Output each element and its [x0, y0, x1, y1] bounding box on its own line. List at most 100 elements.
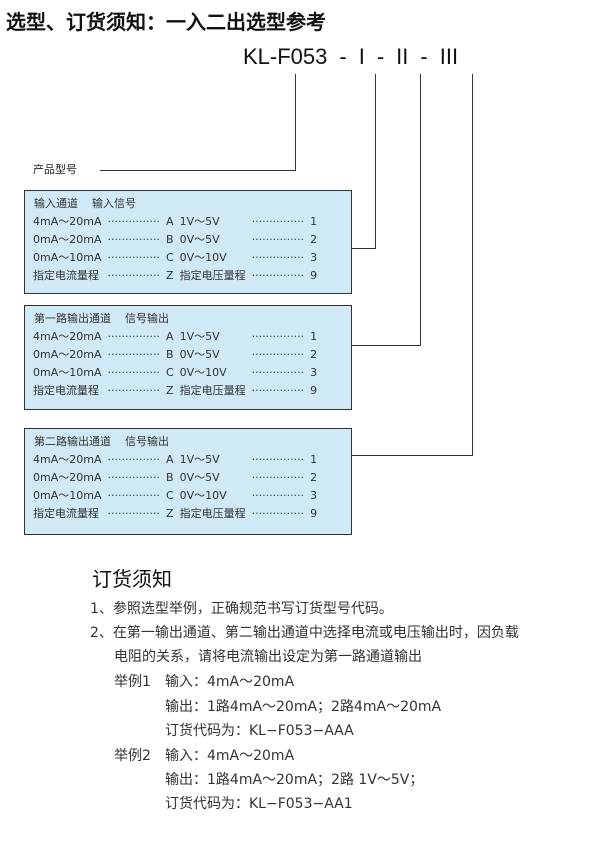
output1-channel-box: 第一路输出通道信号输出 4mA～20mA ··············· A 1… — [24, 305, 352, 410]
model-code: KL-F053 - I - II - III — [243, 44, 458, 70]
leader-dots: ··············· — [251, 269, 305, 282]
connector-line — [295, 74, 296, 170]
order-line: 2、在第一输出通道、第二输出通道中选择电流或电压输出时，因负载 — [90, 625, 519, 641]
option-a: 0mA～10mA — [33, 251, 102, 264]
option-a: 4mA～20mA — [33, 453, 102, 466]
example-label: 举例2 — [114, 748, 151, 764]
option-a: 4mA～20mA — [33, 330, 102, 343]
box-header: 第二路输出通道 — [34, 435, 111, 448]
option-num: 9 — [310, 269, 318, 282]
option-code: C — [165, 366, 174, 379]
option-row: 0mA～20mA ··············· B 0V～5V ·······… — [30, 231, 320, 249]
option-code: B — [165, 471, 174, 484]
option-row: 4mA～20mA ··············· A 1V～5V ·······… — [30, 328, 320, 346]
option-table: 4mA～20mA ··············· A 1V～5V ·······… — [30, 328, 320, 400]
option-num: 3 — [310, 366, 318, 379]
option-b: 0V～5V — [179, 233, 220, 246]
option-b: 0V～5V — [179, 348, 220, 361]
leader-dots: ··············· — [251, 489, 305, 502]
connector-line — [420, 74, 421, 346]
leader-dots: ··············· — [107, 215, 160, 228]
option-row: 0mA～10mA ··············· C 0V～10V ······… — [30, 364, 320, 382]
input-channel-box: 输入通道 输入信号 4mA～20mA ··············· A 1V～5… — [24, 190, 352, 294]
option-b: 0V～5V — [179, 471, 220, 484]
box-header: 信号输出 — [125, 435, 169, 448]
option-num: 9 — [310, 384, 318, 397]
order-line: 1、参照选型举例，正确规范书写订货型号代码。 — [90, 601, 393, 617]
leader-dots: ··············· — [107, 366, 160, 379]
option-num: 3 — [310, 251, 318, 264]
box-header: 信号输出 — [125, 312, 169, 325]
leader-dots: ··············· — [251, 471, 305, 484]
leader-dots: ··············· — [251, 384, 305, 397]
leader-dots: ··············· — [107, 233, 160, 246]
option-a: 0mA～20mA — [33, 233, 102, 246]
option-row: 4mA～20mA ··············· A 1V～5V ·······… — [30, 451, 320, 469]
option-a: 0mA～20mA — [33, 471, 102, 484]
model-part-2: II — [396, 44, 409, 69]
order-title: 订货须知 — [92, 567, 172, 591]
option-b: 1V～5V — [179, 453, 220, 466]
option-row: 4mA～20mA ··············· A 1V～5V ·······… — [30, 213, 320, 231]
option-code: Z — [165, 507, 174, 520]
option-b: 0V～10V — [179, 489, 227, 502]
connector-line — [100, 170, 296, 171]
option-a: 指定电流量程 — [33, 269, 99, 282]
leader-dots: ··············· — [107, 453, 160, 466]
option-row: 指定电流量程 ··············· Z 指定电压量程 ········… — [30, 505, 320, 523]
model-sep: - — [376, 44, 385, 69]
order-line: 输出：1路4mA～20mA；2路 1V～5V； — [165, 772, 424, 788]
leader-dots: ··············· — [251, 507, 305, 520]
option-b: 指定电压量程 — [179, 269, 246, 282]
connector-line — [351, 455, 473, 456]
option-b: 1V～5V — [179, 215, 220, 228]
option-a: 4mA～20mA — [33, 215, 102, 228]
leader-dots: ··············· — [107, 507, 160, 520]
option-row: 0mA～20mA ··············· B 0V～5V ·······… — [30, 346, 320, 364]
leader-dots: ··············· — [251, 251, 305, 264]
option-code: A — [165, 330, 174, 343]
leader-dots: ··············· — [251, 348, 305, 361]
connector-line — [351, 248, 376, 249]
leader-dots: ··············· — [107, 348, 160, 361]
option-code: A — [165, 215, 174, 228]
model-sep: - — [339, 44, 347, 69]
option-a: 0mA～10mA — [33, 489, 102, 502]
connector-line — [472, 74, 473, 456]
order-line: 订货代码为：KL−F053−AA1 — [165, 796, 353, 812]
option-code: B — [165, 233, 174, 246]
option-num: 3 — [310, 489, 318, 502]
leader-dots: ··············· — [107, 330, 160, 343]
leader-dots: ··············· — [251, 215, 305, 228]
option-b: 1V～5V — [179, 330, 220, 343]
leader-dots: ··············· — [251, 330, 305, 343]
option-num: 2 — [310, 233, 318, 246]
order-line: 输出：1路4mA～20mA；2路4mA～20mA — [165, 699, 442, 715]
option-row: 0mA～10mA ··············· C 0V～10V ······… — [30, 487, 320, 505]
option-num: 1 — [310, 330, 318, 343]
option-b: 指定电压量程 — [179, 384, 246, 397]
option-b: 0V～10V — [179, 251, 227, 264]
option-code: C — [165, 489, 174, 502]
model-part-3: III — [439, 44, 459, 69]
option-code: C — [165, 251, 174, 264]
option-code: Z — [165, 269, 174, 282]
model-part-1: I — [358, 44, 365, 69]
option-num: 9 — [310, 507, 318, 520]
order-line: 输入：4mA～20mA — [165, 674, 295, 690]
example-label: 举例1 — [114, 674, 151, 690]
option-a: 指定电流量程 — [33, 507, 99, 520]
box-header: 输入信号 — [92, 197, 136, 210]
option-code: A — [165, 453, 174, 466]
option-row: 0mA～20mA ··············· B 0V～5V ·······… — [30, 469, 320, 487]
leader-dots: ··············· — [251, 453, 305, 466]
leader-dots: ··············· — [107, 269, 160, 282]
box-header: 输入通道 — [34, 197, 78, 210]
option-num: 1 — [310, 215, 318, 228]
leader-dots: ··············· — [107, 251, 160, 264]
model-sep: - — [420, 44, 428, 69]
connector-line — [351, 345, 421, 346]
option-table: 4mA～20mA ··············· A 1V～5V ·······… — [30, 451, 320, 523]
option-num: 2 — [310, 471, 318, 484]
